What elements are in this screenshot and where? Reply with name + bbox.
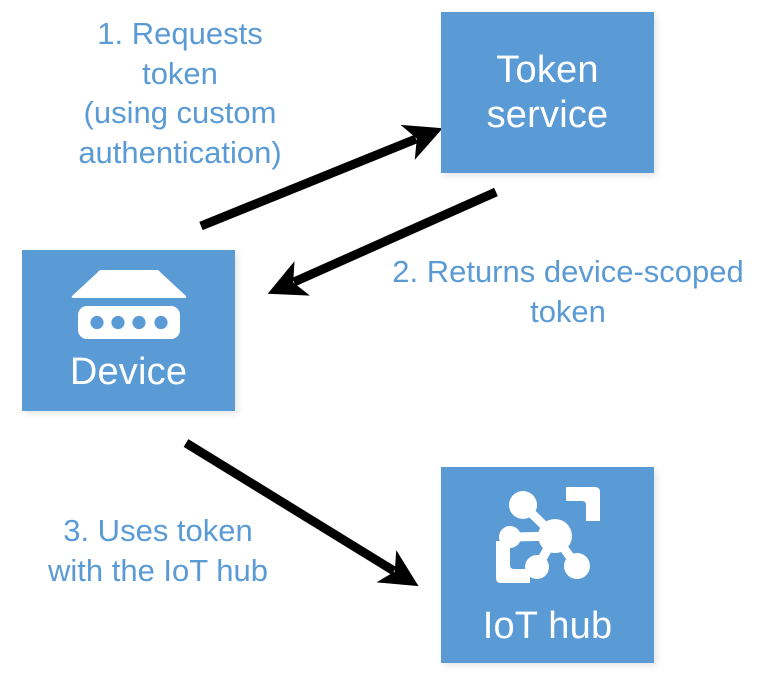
node-iot-hub[interactable]: IoT hub <box>441 467 654 663</box>
step-2-caption: 2. Returns device-scoped token <box>392 254 744 329</box>
node-device-label: Device <box>69 350 188 393</box>
iot-hub-network-icon <box>492 481 604 594</box>
node-token-service-label: Token service <box>486 48 609 136</box>
step-3-caption: 3. Uses token with the IoT hub <box>47 513 268 588</box>
node-token-service[interactable]: Token service <box>441 12 654 173</box>
device-gateway-icon <box>70 267 188 344</box>
node-device[interactable]: Device <box>22 250 235 411</box>
node-iot-hub-label: IoT hub <box>482 605 613 648</box>
step-1-caption: 1. Requests token (using custom authenti… <box>78 16 282 171</box>
